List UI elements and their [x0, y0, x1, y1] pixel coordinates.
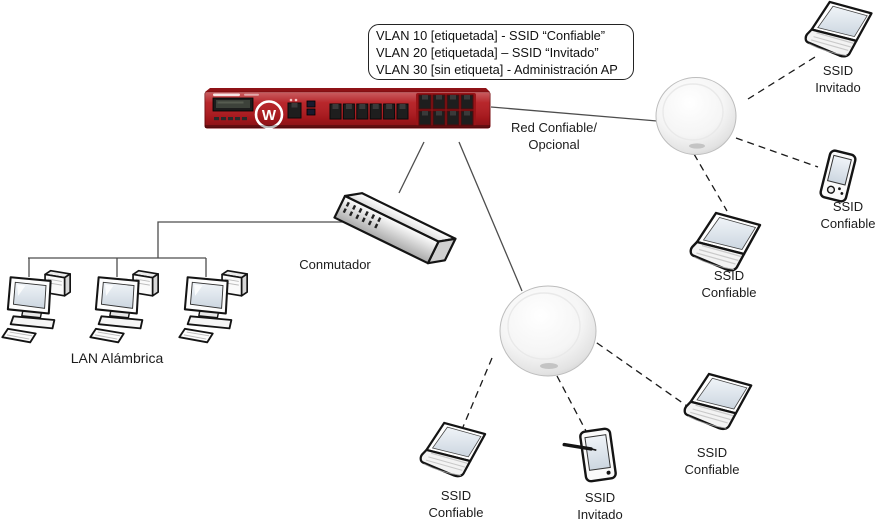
watchguard-logo-letter: W [262, 107, 277, 124]
ap-logo-mark [540, 363, 558, 369]
vlan30-line: VLAN 30 [sin etiqueta] - Administración … [376, 62, 618, 77]
wireless-link-ap1-mid-laptop [693, 153, 728, 212]
stylus-icon [562, 442, 597, 451]
ssid-label-right-phone: SSID Confiable [820, 199, 876, 231]
ssid-label-top-laptop: SSID Invitado [815, 63, 861, 95]
ssid-label-bottom-tablet: SSID Invitado [577, 490, 623, 522]
desktop-pc-icon-2 [89, 269, 160, 344]
link-firewall-ap1 [490, 106, 658, 122]
watchguard-logo [254, 100, 284, 129]
firewall-icon: W [204, 88, 491, 129]
link-firewall-switch [398, 141, 425, 194]
firewall-model-text [244, 93, 259, 96]
ssid-label-bottom-right-laptop: SSID Confiable [684, 445, 740, 477]
vlan-callout-box: VLAN 10 [etiquetada] - SSID “Confiable” … [368, 24, 634, 80]
vlan20-line: VLAN 20 [etiquetada] – SSID “Invitado” [376, 45, 599, 60]
laptop-icon-bottom-left [419, 421, 487, 478]
firewall-usb-ports [306, 100, 316, 108]
vlan10-line: VLAN 10 [etiquetada] - SSID “Confiable” [376, 28, 606, 43]
firewall-eth-ports [329, 103, 409, 120]
desktop-pc-icon-1 [1, 269, 72, 344]
ssid-label-bottom-left-laptop: SSID Confiable [428, 488, 484, 520]
firewall-brand-text [213, 93, 240, 97]
link-switch-lan [157, 221, 345, 258]
wireless-link-ap1-right-phone [735, 137, 819, 168]
laptop-icon-mid-right [689, 211, 762, 272]
laptop-icon-top-right [804, 0, 873, 58]
firewall-top-edge [205, 88, 490, 92]
wireless-link-ap2-bottom-left-laptop [462, 357, 493, 428]
ssid-label-mid-laptop: SSID Confiable [701, 268, 757, 300]
access-point-2-icon [499, 285, 597, 377]
access-point-1-icon [655, 77, 737, 155]
link-firewall-ap2 [458, 141, 523, 292]
wireless-link-ap1-top-laptop [747, 56, 816, 100]
network-label: Red Confiable/ Opcional [511, 120, 597, 152]
firewall-port-bank [416, 93, 476, 126]
wireless-link-ap2-bottom-right-laptop [586, 335, 688, 407]
wireless-link-ap2-bottom-tablet [556, 375, 587, 432]
switch-label: Conmutador [299, 257, 371, 272]
phone-icon-right [819, 149, 857, 203]
ap-logo-mark [689, 143, 705, 149]
switch-ports [342, 201, 382, 229]
desktop-pc-icon-3 [178, 269, 249, 344]
laptop-icon-bottom-right [683, 372, 753, 431]
switch-icon [333, 192, 457, 265]
tablet-icon-bottom [562, 427, 617, 483]
wired-lan-label: LAN Alámbrica [70, 350, 164, 366]
firewall-buttons [214, 117, 247, 121]
